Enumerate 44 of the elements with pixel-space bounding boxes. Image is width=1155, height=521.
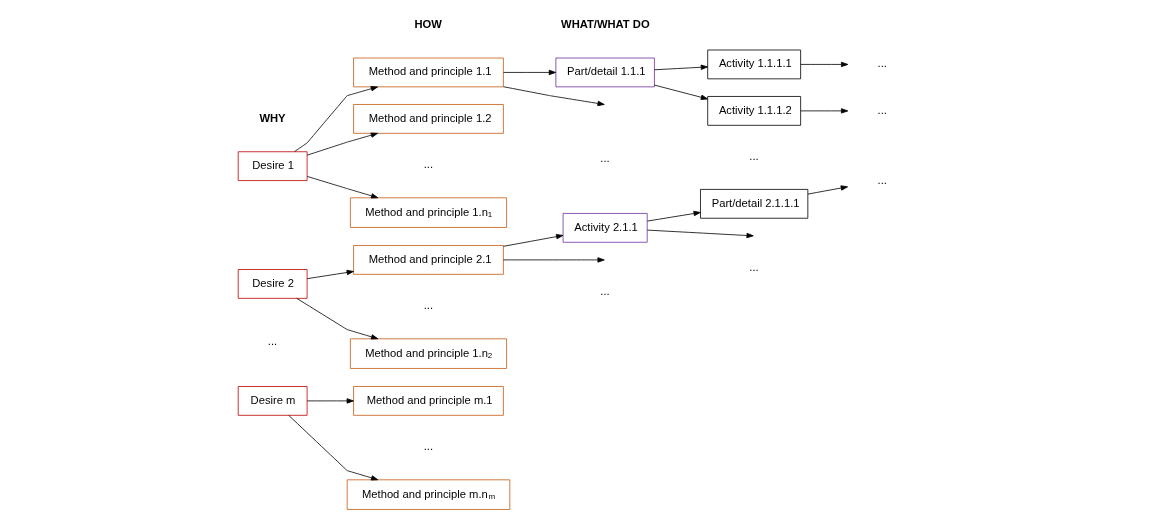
node-box: Activity 1.1.1.1 bbox=[707, 49, 802, 80]
label: WHY bbox=[259, 111, 286, 124]
arrow bbox=[294, 86, 378, 152]
node-box: Part/detail 1.1.1 bbox=[555, 57, 655, 88]
label: HOW bbox=[414, 18, 442, 31]
arrow bbox=[800, 61, 849, 68]
node-text: ... bbox=[877, 57, 887, 70]
node-box: Desire 2 bbox=[237, 269, 308, 299]
node-text: ... bbox=[877, 173, 887, 186]
arrow bbox=[306, 176, 379, 199]
arrow bbox=[807, 185, 848, 195]
node-box: Method and principle m.1 bbox=[353, 386, 504, 416]
arrow bbox=[654, 64, 708, 71]
label: ... bbox=[423, 158, 434, 171]
node-box: Method and principle 2.1 bbox=[353, 245, 504, 275]
label: WHAT/WHAT DO bbox=[561, 18, 650, 31]
arrow bbox=[503, 257, 605, 263]
label: ... bbox=[749, 260, 759, 273]
label: ... bbox=[423, 440, 434, 453]
arrow bbox=[288, 414, 379, 481]
label: ... bbox=[423, 299, 434, 312]
arrow bbox=[647, 210, 701, 222]
label: ... bbox=[600, 284, 610, 297]
node-box: Activity 1.1.1.2 bbox=[707, 96, 802, 126]
node-box: Activity 2.1.1 bbox=[562, 213, 648, 243]
arrow bbox=[800, 108, 849, 114]
node-box: Part/detail 2.1.1.1 bbox=[700, 189, 809, 219]
arrow bbox=[296, 298, 379, 340]
arrow bbox=[306, 132, 378, 156]
node-box: Desire m bbox=[237, 386, 308, 416]
arrow bbox=[654, 84, 708, 100]
arrow bbox=[503, 86, 605, 107]
node-text: ... bbox=[877, 103, 887, 116]
node-box: Method and principle 1.2 bbox=[353, 104, 504, 134]
arrow bbox=[306, 398, 354, 404]
arrow bbox=[503, 234, 564, 247]
arrow bbox=[306, 269, 354, 280]
node-box: Desire 1 bbox=[237, 151, 308, 181]
node-box: Method and principle 1.1 bbox=[353, 57, 504, 88]
label: ... bbox=[600, 151, 610, 164]
arrow bbox=[503, 69, 556, 76]
label: ... bbox=[267, 335, 278, 348]
label: ... bbox=[749, 150, 759, 163]
arrow bbox=[647, 229, 754, 239]
